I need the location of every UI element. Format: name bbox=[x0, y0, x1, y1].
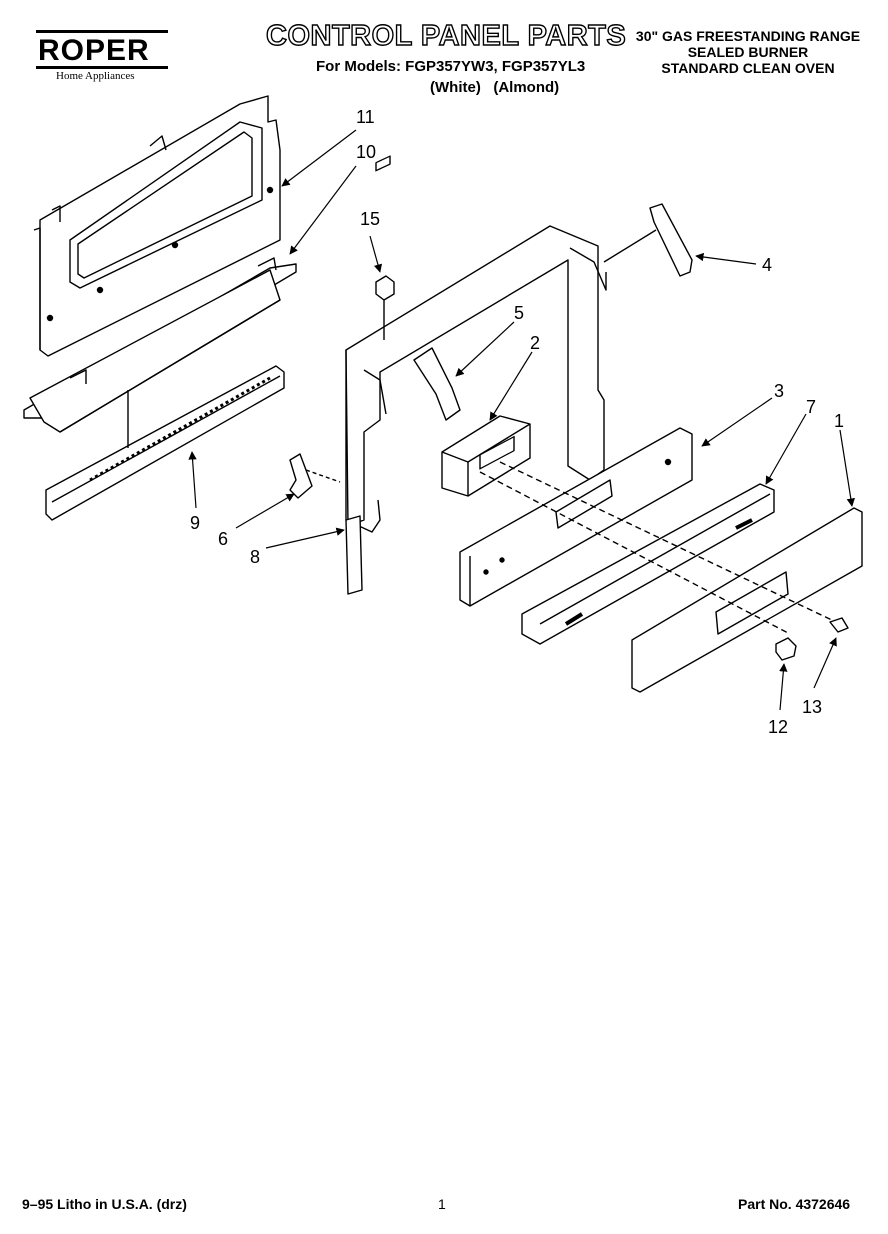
logo-bars bbox=[36, 30, 168, 69]
footer-page-number: 1 bbox=[438, 1196, 446, 1212]
console-frame bbox=[345, 155, 607, 533]
part-9-vent-strip bbox=[45, 365, 285, 521]
assembly-line-panel bbox=[499, 461, 837, 623]
spec-line-3: STANDARD CLEAN OVEN bbox=[661, 60, 835, 76]
callout-10: 10 bbox=[356, 142, 377, 162]
brand-name: ROPER bbox=[38, 34, 150, 67]
callout-2: 2 bbox=[530, 333, 541, 353]
part-11-back-panel bbox=[33, 95, 281, 357]
part-4-endcap bbox=[603, 203, 693, 277]
callout-5: 5 bbox=[514, 303, 525, 323]
part-8-side-trim bbox=[345, 515, 363, 595]
callout-12: 12 bbox=[768, 717, 789, 737]
leader-lines bbox=[188, 129, 855, 711]
callout-13: 13 bbox=[802, 697, 823, 717]
callout-6: 6 bbox=[218, 529, 229, 549]
callout-4: 4 bbox=[762, 255, 773, 275]
part-13-screw bbox=[829, 617, 849, 633]
models-line: For Models: FGP357YW3, FGP357YL3 bbox=[316, 58, 586, 75]
part-7-support-channel bbox=[521, 483, 775, 645]
spec-line-1: 30" GAS FREESTANDING RANGE bbox=[635, 28, 861, 44]
page-title: CONTROL PANEL PARTS bbox=[265, 19, 627, 52]
part-3-control-channel bbox=[459, 427, 693, 607]
part-5-insulation bbox=[413, 347, 461, 421]
assembly-line-clock bbox=[479, 471, 791, 635]
part-12-knob bbox=[775, 637, 797, 661]
callout-3: 3 bbox=[774, 381, 785, 401]
footer-litho: 9–95 Litho in U.S.A. (drz) bbox=[22, 1196, 187, 1212]
brand-tagline: Home Appliances bbox=[56, 70, 135, 82]
part-2-clock bbox=[441, 415, 531, 497]
callout-8: 8 bbox=[250, 547, 261, 567]
callout-1: 1 bbox=[834, 411, 845, 431]
callout-11: 11 bbox=[356, 107, 375, 127]
spec-line-2: SEALED BURNER bbox=[687, 44, 809, 60]
callout-15: 15 bbox=[360, 209, 381, 229]
part-10-bracket bbox=[23, 257, 297, 433]
part-6-clip bbox=[289, 453, 341, 499]
footer-part-number: Part No. 4372646 bbox=[738, 1196, 851, 1212]
part-15-switch bbox=[375, 275, 395, 340]
colors-line: (White) (Almond) bbox=[430, 79, 560, 96]
part-1-control-panel bbox=[631, 507, 863, 693]
callout-9: 9 bbox=[190, 513, 201, 533]
callout-7: 7 bbox=[806, 397, 817, 417]
brand-logo bbox=[36, 30, 171, 86]
